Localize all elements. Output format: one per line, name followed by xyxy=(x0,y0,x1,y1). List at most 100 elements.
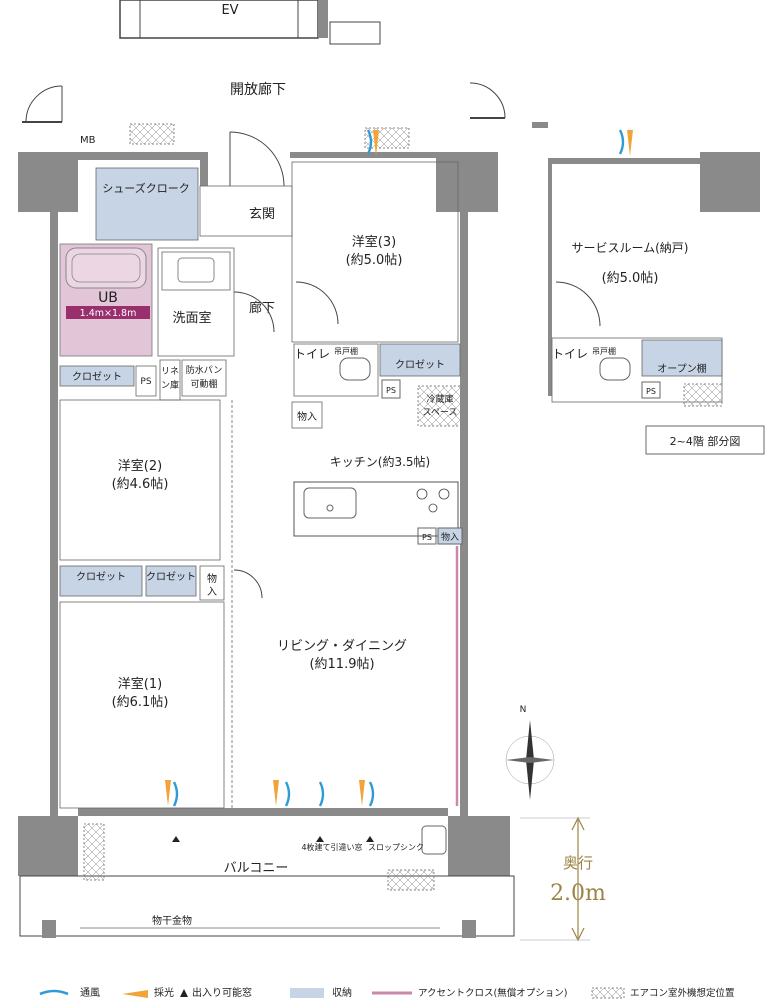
floor-note: 2~4階 部分図 xyxy=(670,434,741,448)
closet-1-label: クロゼット xyxy=(72,371,122,383)
open-shelf xyxy=(641,339,723,377)
ub-label: UB xyxy=(98,290,118,306)
entrance-label: 玄関 xyxy=(249,207,275,222)
storage-3 xyxy=(437,527,463,545)
room-3-name: 洋室(3) xyxy=(352,234,396,250)
bathtub xyxy=(65,247,147,289)
window-markers xyxy=(165,129,379,842)
hanging-shelf-2-label: 吊戸棚 xyxy=(592,346,616,356)
room-3-size: (約5.0帖) xyxy=(346,253,403,268)
stove-burners xyxy=(416,488,450,513)
service-room-partial xyxy=(532,122,760,403)
room-2-name: 洋室(2) xyxy=(118,458,162,474)
linen-closet xyxy=(159,359,181,401)
floor-note-box xyxy=(645,425,765,455)
fridge-label-1: 冷蔵庫 xyxy=(426,393,453,405)
storage-1 xyxy=(199,565,225,601)
window4-label: 4枚建て引違い窓 xyxy=(301,842,362,852)
corridor-doors xyxy=(22,82,506,123)
closet-2-label: クロゼット xyxy=(76,571,126,583)
balcony-label: バルコニー xyxy=(224,861,289,876)
legend-accent: アクセントクロス(無償オプション) xyxy=(418,987,567,999)
depth-title: 奥行 xyxy=(563,854,593,872)
slop-sink-label: スロップシンク xyxy=(368,843,424,852)
ac-unit-service xyxy=(683,383,723,407)
room-1-size: (約6.1帖) xyxy=(112,695,169,710)
legend-storage: 収納 xyxy=(332,986,352,999)
ps-2 xyxy=(381,379,401,399)
linen-label-2: ン庫 xyxy=(161,379,179,391)
balcony xyxy=(19,875,515,937)
room-3 xyxy=(291,161,459,343)
closet-2 xyxy=(59,565,143,597)
room-1-name: 洋室(1) xyxy=(118,676,162,692)
ps-1 xyxy=(135,365,157,397)
hallway-label: 廊下 xyxy=(249,300,275,316)
room-3-door xyxy=(295,281,339,325)
hanging-shelf-label: 吊戸棚 xyxy=(334,346,358,356)
fridge-label-2: スペース xyxy=(423,408,458,418)
ps-1-label: PS xyxy=(140,377,151,387)
waterproof-label-2: 可動棚 xyxy=(190,378,217,390)
ps-3-label: PS xyxy=(422,533,432,542)
closet-4 xyxy=(379,343,461,377)
legend-wind-icon xyxy=(39,989,69,996)
drying-rack-label: 物干金物 xyxy=(152,914,192,927)
kitchen-label: キッチン(約3.5帖) xyxy=(330,454,430,469)
corridor-label: 開放廊下 xyxy=(230,81,286,98)
ac-unit-balcony-1 xyxy=(83,823,105,881)
closet-3-label: クロゼット xyxy=(146,571,196,583)
elevator: EV xyxy=(119,0,381,45)
shoes-closet xyxy=(95,167,199,241)
depth-indicator xyxy=(520,816,590,942)
vanity xyxy=(161,251,231,291)
ac-unit-corridor xyxy=(129,123,175,145)
storage-3-label: 物入 xyxy=(441,531,459,543)
legend: 通風 採光 出入り可能窓 収納 アクセントクロス(無償オプション) エアコン室外… xyxy=(39,986,735,999)
slop-sink xyxy=(421,825,447,855)
storage-2-label: 物入 xyxy=(297,410,317,423)
legend-exit-window: 出入り可能窓 xyxy=(192,986,252,999)
hallway-door xyxy=(233,291,275,333)
linen-label-1: リネ xyxy=(161,366,179,377)
fridge-space xyxy=(417,385,463,427)
legend-light-icon xyxy=(122,990,148,998)
ps-3 xyxy=(417,527,437,545)
living-size: (約11.9帖) xyxy=(309,657,374,672)
depth-value: 2.0m xyxy=(550,881,606,906)
ub-size-tag xyxy=(66,306,150,319)
service-room-label: サービスルーム(納戸) xyxy=(571,241,688,255)
compass xyxy=(505,720,555,800)
toilet-label: トイレ xyxy=(294,347,330,361)
waterproof-label-1: 防水パン xyxy=(186,364,222,376)
washroom xyxy=(157,247,235,357)
service-room-size: (約5.0帖) xyxy=(602,271,659,286)
ub-size-label: 1.4m×1.8m xyxy=(80,308,137,319)
storage-1-label-a: 物 xyxy=(207,572,217,585)
closet-3 xyxy=(145,565,197,597)
storage-1-label-b: 入 xyxy=(207,587,217,598)
legend-ventilation: 通風 xyxy=(80,987,100,999)
legend-ac: エアコン室外機想定位置 xyxy=(630,987,735,999)
waterproof-pan xyxy=(181,359,227,397)
north-label: N xyxy=(520,705,527,715)
ps-2-label: PS xyxy=(386,386,396,395)
room-2-size: (約4.6帖) xyxy=(112,477,169,492)
exterior-walls xyxy=(18,152,510,876)
washroom-label: 洗面室 xyxy=(172,310,211,326)
legend-exit-icon xyxy=(180,989,188,997)
room-1-door xyxy=(233,569,263,599)
legend-ac-swatch xyxy=(591,987,625,999)
toilet-room xyxy=(293,343,379,397)
ac-unit-balcony-2 xyxy=(387,869,435,891)
closet-4-label: クロゼット xyxy=(395,359,445,371)
room-1 xyxy=(59,601,225,809)
kitchen-sink xyxy=(303,487,357,519)
legend-daylight: 採光 xyxy=(154,986,174,999)
open-shelf-label: オープン棚 xyxy=(657,362,706,375)
shoes-closet-label: シューズクローク xyxy=(102,181,189,195)
storage-2 xyxy=(291,401,323,429)
entrance-door xyxy=(199,131,293,237)
living-name: リビング・ダイニング xyxy=(277,639,407,654)
